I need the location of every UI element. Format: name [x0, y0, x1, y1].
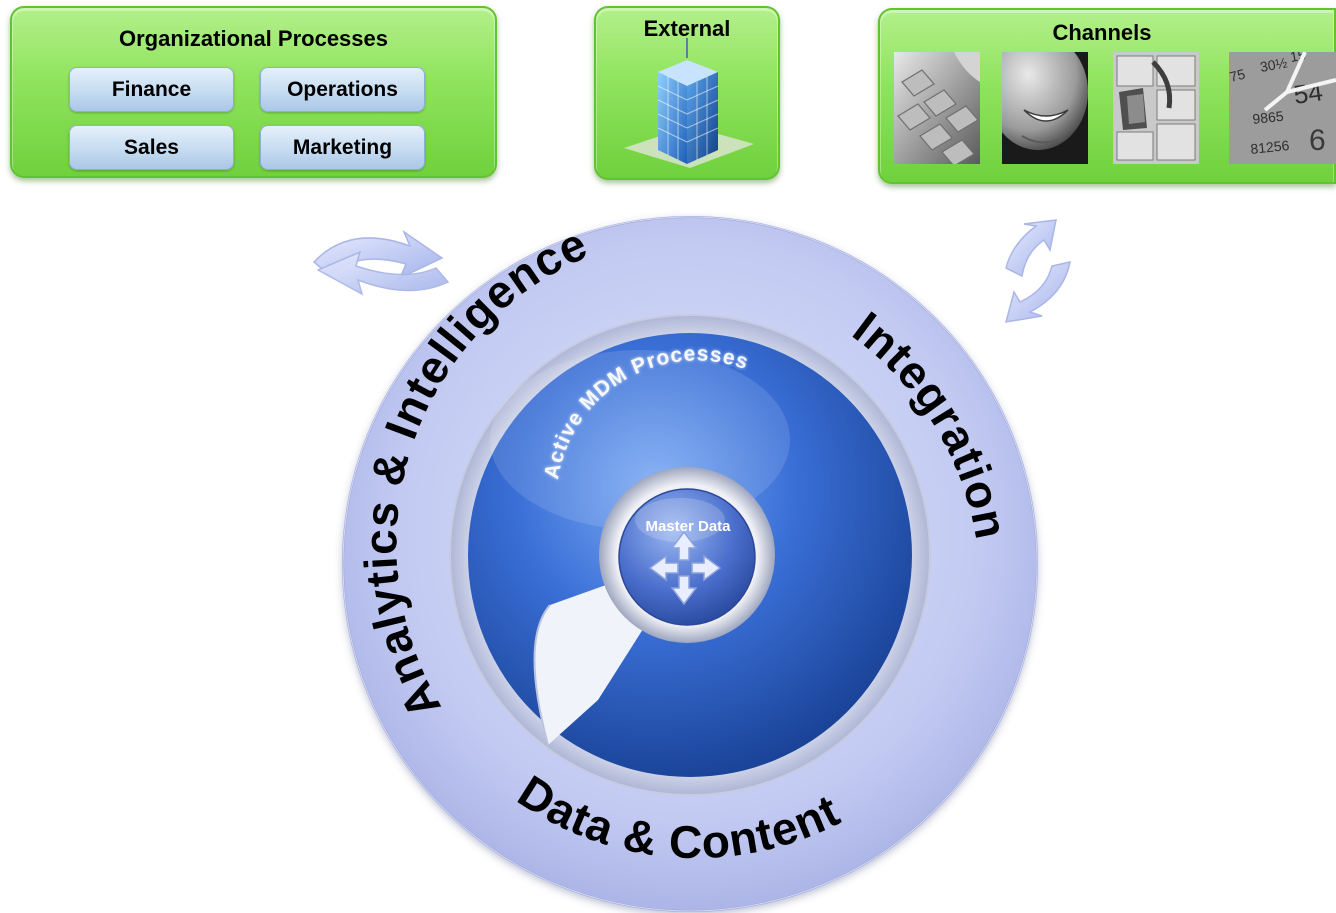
- move-arrows-icon: [648, 530, 722, 606]
- svg-text:6: 6: [1309, 124, 1326, 157]
- organizational-processes-title: Organizational Processes: [119, 26, 388, 51]
- svg-text:9865: 9865: [1252, 108, 1285, 127]
- external-box: External: [594, 6, 780, 180]
- file-cabinet-photo: [1113, 52, 1199, 164]
- finance-button[interactable]: Finance: [69, 67, 234, 112]
- numbers-photo: 75 30½ 15 9865 81256 54 6: [1229, 52, 1336, 164]
- sync-arrows-left-icon: [312, 229, 450, 296]
- organizational-processes-box: Organizational Processes Finance Operati…: [10, 6, 497, 178]
- svg-text:30½: 30½: [1259, 54, 1289, 75]
- marketing-button[interactable]: Marketing: [260, 125, 425, 170]
- smiling-person-photo: [1002, 52, 1088, 164]
- keyboard-photo: [894, 52, 980, 164]
- svg-text:54: 54: [1292, 76, 1325, 110]
- svg-text:75: 75: [1229, 66, 1247, 85]
- operations-button[interactable]: Operations: [260, 67, 425, 112]
- external-title: External: [643, 16, 731, 41]
- sync-arrows-right-icon: [1004, 219, 1071, 323]
- office-building-icon: [624, 38, 754, 168]
- master-data-label: Master Data: [645, 518, 731, 535]
- svg-text:81256: 81256: [1250, 137, 1291, 157]
- sales-button[interactable]: Sales: [69, 125, 234, 170]
- channels-title: Channels: [1052, 20, 1152, 45]
- channels-box: Channels: [878, 8, 1336, 184]
